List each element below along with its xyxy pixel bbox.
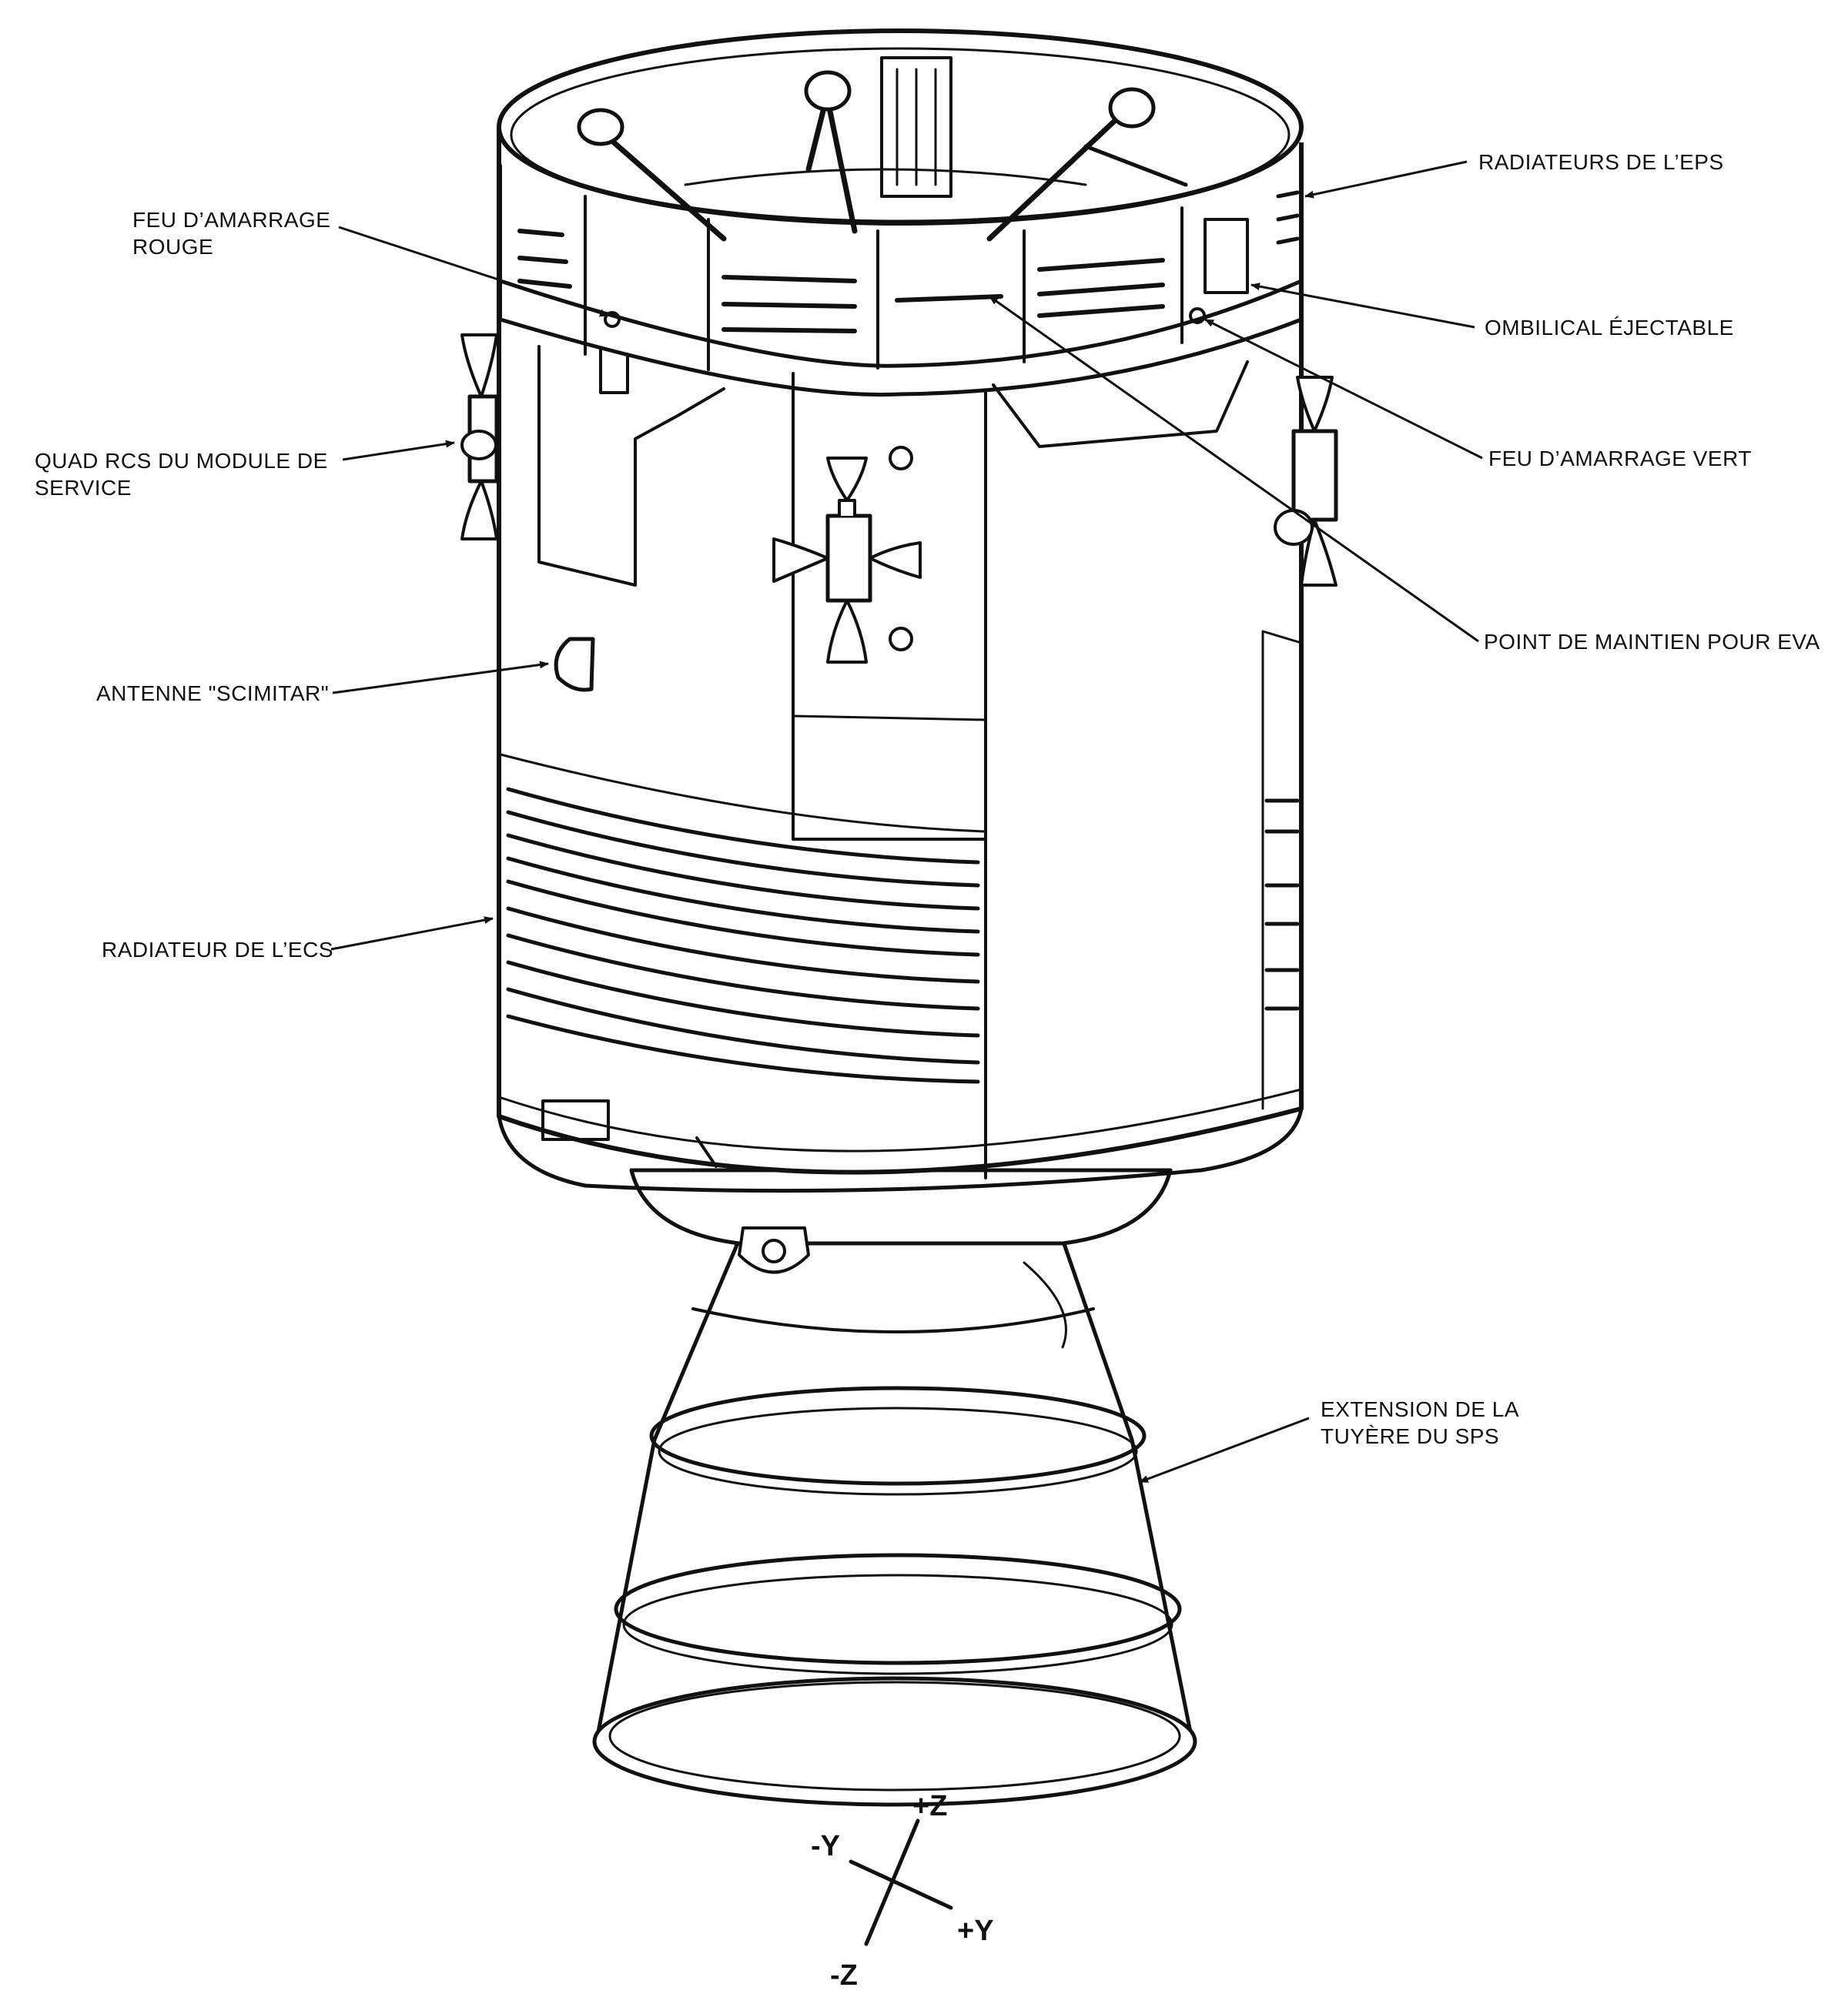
label-quad-rcs-1: QUAD RCS DU MODULE DE <box>35 449 328 473</box>
labels: FEU D’AMARRAGE ROUGE QUAD RCS DU MODULE … <box>35 150 1820 1448</box>
label-feu-rouge-2: ROUGE <box>132 235 213 259</box>
cylinder-body <box>497 28 1304 1193</box>
label-quad-rcs-2: SERVICE <box>35 476 132 500</box>
label-radiateurs-eps: RADIATEURS DE L’EPS <box>1478 150 1724 174</box>
red-docking-light <box>604 311 621 328</box>
rcs-quad-left <box>460 333 499 540</box>
label-feu-rouge-1: FEU D’AMARRAGE <box>132 208 330 232</box>
label-point-eva: POINT DE MAINTIEN POUR EVA <box>1484 630 1820 654</box>
label-radiateur-ecs: RADIATEUR DE L’ECS <box>102 938 333 962</box>
green-docking-light <box>1189 307 1206 324</box>
sps-nozzle <box>592 1237 1197 1807</box>
axis-plus-z: +Z <box>912 1790 947 1822</box>
axis-plus-y: +Y <box>957 1915 994 1947</box>
ecs-radiator-lines <box>506 787 1300 1084</box>
aft-bulkhead <box>629 1168 1173 1274</box>
leader-lines <box>330 160 1483 1484</box>
axis-indicator: +Z -Y +Y -Z <box>811 1790 994 1992</box>
top-equipment <box>577 56 1188 242</box>
service-module-drawing <box>460 28 1338 1807</box>
label-extension-sps-2: TUYÈRE DU SPS <box>1321 1424 1499 1448</box>
label-antenne: ANTENNE "SCIMITAR" <box>96 681 329 705</box>
label-ombilical: OMBILICAL ÉJECTABLE <box>1485 316 1734 340</box>
scimitar-antenna <box>554 637 595 692</box>
eps-radiator-louvers <box>517 190 1300 333</box>
axis-minus-y: -Y <box>811 1830 840 1862</box>
rcs-quad-right <box>1274 376 1338 587</box>
label-extension-sps-1: EXTENSION DE LA <box>1321 1397 1519 1421</box>
axis-minus-z: -Z <box>830 1959 858 1992</box>
label-feu-vert: FEU D’AMARRAGE VERT <box>1488 447 1752 470</box>
rcs-quad-center <box>772 457 922 664</box>
